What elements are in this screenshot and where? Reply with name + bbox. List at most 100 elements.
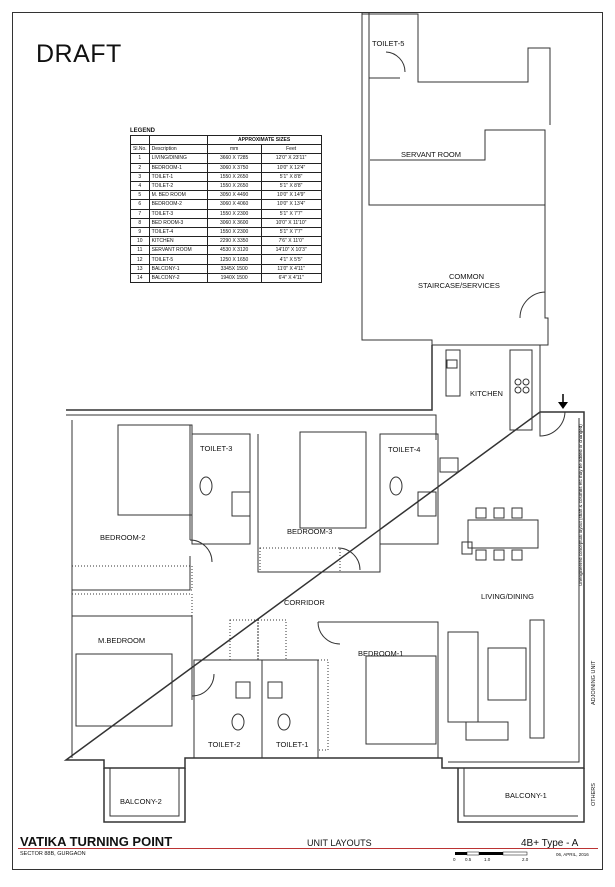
- shaft-toilet1: [257, 619, 287, 661]
- legend-cell: 7'6" X 11'0": [260, 236, 322, 247]
- toilet5-wall: [362, 13, 551, 125]
- unit-type: 4B+ Type - A: [521, 838, 579, 849]
- unit-outline: [63, 345, 585, 769]
- title-block-rule: [18, 848, 598, 849]
- scale-label: 0: [453, 857, 456, 862]
- legend-cell: 5'1" X 7'7": [260, 226, 322, 238]
- common-door: [519, 240, 546, 319]
- bedroom2-door: [189, 539, 213, 563]
- bedroom3-wardrobe: [259, 547, 341, 573]
- scale-label: 0.5: [465, 857, 472, 862]
- mbedroom-door: [191, 673, 215, 697]
- balcony2-outline: [103, 768, 186, 823]
- toilet1-wc: [277, 713, 291, 731]
- legend-header-row: Sl.No. Description mm Feet: [130, 144, 322, 155]
- others-label: OTHERS: [591, 783, 597, 806]
- legend-col-header: Feet: [260, 144, 322, 155]
- bedroom2-wardrobe: [71, 565, 193, 591]
- dining-chair: [461, 541, 473, 555]
- bedroom1-door: [317, 621, 341, 645]
- room-label-common: COMMON: [449, 272, 484, 281]
- dining-chair: [493, 549, 505, 561]
- drawing-date: 06, APRIL, 2016: [556, 852, 589, 857]
- page-border: [12, 12, 603, 870]
- bedroom3-bed: [299, 431, 367, 529]
- room-label-balcony1: BALCONY-1: [505, 791, 547, 800]
- legend-cell: 12'0" X 23'11": [260, 153, 322, 164]
- sheet-title: UNIT LAYOUTS: [307, 838, 372, 848]
- kitchen-counter-right: [509, 349, 533, 431]
- bedroom2-walls: [71, 420, 191, 591]
- mbedroom-wardrobe: [71, 593, 193, 617]
- toilet3-wc: [199, 476, 213, 496]
- mbedroom-bed: [75, 653, 173, 727]
- project-address: SECTOR 88B, GURGAON: [20, 851, 86, 857]
- toilet5-door: [385, 51, 406, 73]
- legend-cell: 5'1" X 8'8": [260, 180, 322, 192]
- bedroom1-walls: [318, 621, 439, 758]
- legend-cell: 14'10" X 10'3": [260, 245, 322, 256]
- sink: [446, 359, 458, 369]
- room-label-toilet3: TOILET-3: [200, 444, 233, 453]
- hob-burner: [522, 378, 530, 386]
- room-label-toilet1: TOILET-1: [276, 740, 309, 749]
- adjoining-unit-label: ADJOINING UNIT: [591, 660, 597, 705]
- room-label-toilet5: TOILET-5: [372, 39, 405, 48]
- legend-table: APPROXIMATE SIZES Sl.No. Description mm …: [130, 134, 322, 284]
- shaft-box: [439, 457, 459, 473]
- balcony2-inner: [109, 768, 180, 817]
- toilet3-walls: [191, 433, 251, 545]
- bedroom2-bed: [117, 424, 193, 516]
- toilet2-wc: [231, 713, 245, 731]
- sofa: [447, 631, 479, 723]
- room-label-living: LIVING/DINING: [481, 592, 534, 601]
- dining-chair: [493, 507, 505, 519]
- room-label-kitchen: KITCHEN: [470, 389, 503, 398]
- dining-table: [467, 519, 539, 549]
- entry-arrow-icon: [558, 394, 568, 409]
- bedroom3-door: [337, 547, 361, 571]
- inner-wall-right: [448, 418, 580, 763]
- shaft-toilet2: [229, 619, 259, 661]
- legend-cell: 5'1" X 7'7": [260, 208, 322, 219]
- tv-unit: [529, 619, 545, 739]
- room-label-toilet4: TOILET-4: [388, 445, 421, 454]
- legend-group-header: APPROXIMATE SIZES: [206, 134, 322, 146]
- dining-chair: [511, 549, 523, 561]
- project-name: VATIKA TURNING POINT: [20, 834, 173, 849]
- dining-chair: [475, 549, 487, 561]
- room-label-toilet2: TOILET-2: [208, 740, 241, 749]
- kitchen-counter-left: [445, 349, 461, 397]
- side-seat: [465, 721, 509, 741]
- unengineered-note-text: Unengineered conceptual layout (shaft & …: [578, 424, 583, 586]
- scale-bar: [455, 851, 528, 856]
- dining-chair: [511, 507, 523, 519]
- legend-cell: 5'1" X 8'8": [260, 171, 322, 182]
- toilet4-basin: [417, 491, 437, 517]
- room-label-balcony2: BALCONY-2: [120, 797, 162, 806]
- room-label-servant: SERVANT ROOM: [401, 150, 462, 159]
- unengineered-note: Unengineered conceptual layout (shaft & …: [578, 410, 588, 600]
- legend-cell: 6'4" X 4'11": [260, 272, 322, 284]
- draft-label: DRAFT: [36, 40, 122, 68]
- service-inner-wall: [368, 12, 545, 206]
- dining-chair: [475, 507, 487, 519]
- service-block-outline: [361, 12, 549, 346]
- hob-burner: [514, 378, 522, 386]
- room-label-corridor: CORRIDOR: [284, 598, 325, 607]
